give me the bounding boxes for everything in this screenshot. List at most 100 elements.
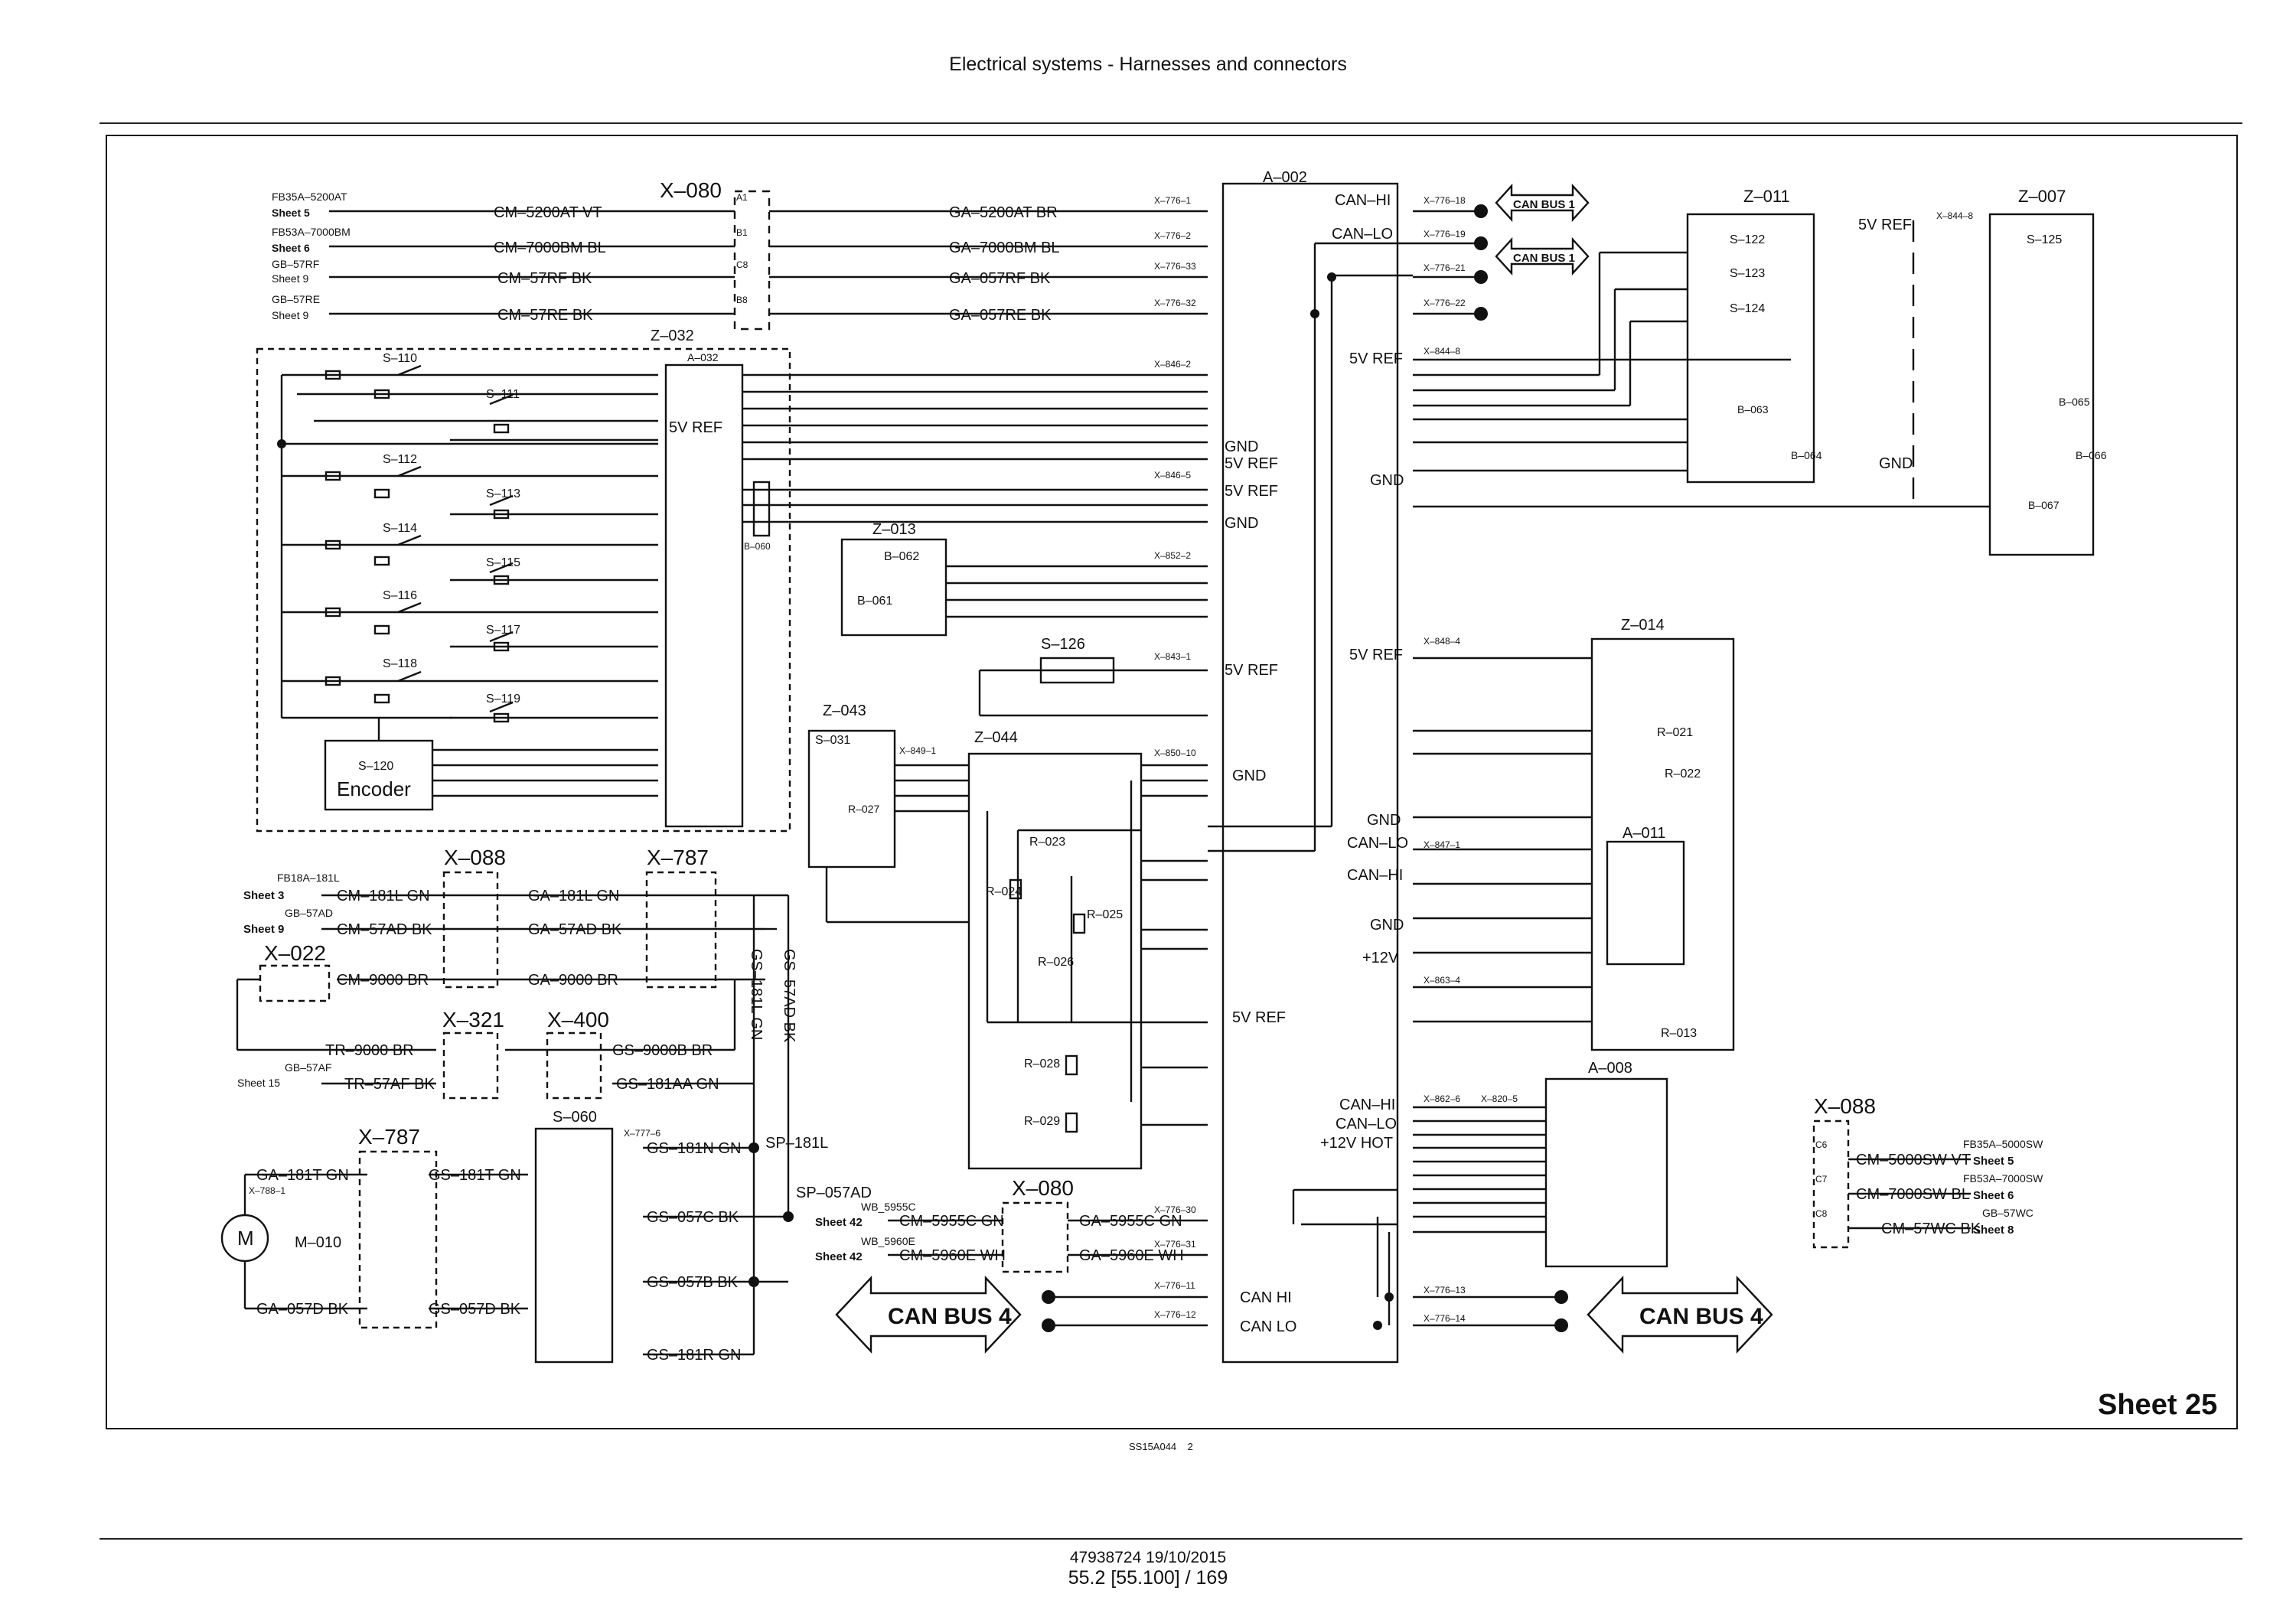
splice-sp057ad: SP–057AD <box>796 1185 872 1201</box>
top-wire-3-pin: X–776–32 <box>1154 298 1196 308</box>
ll-wire-2-cm: CM–9000 BR <box>337 972 429 989</box>
resistor-r028: R–028 <box>1024 1058 1060 1071</box>
splice-sp181l: SP–181L <box>765 1135 828 1152</box>
z011-box <box>1686 213 1815 484</box>
label-x776-30: X–776–30 <box>1154 1204 1196 1215</box>
z032-box <box>256 347 791 833</box>
sensor-b065: B–065 <box>2059 396 2090 408</box>
label-x849-1: X–849–1 <box>899 745 936 756</box>
switch-s122: S–122 <box>1730 233 1765 246</box>
switch-s117: S–117 <box>486 624 520 637</box>
top-wires <box>329 190 1208 331</box>
label-x776-21: X–776–21 <box>1424 262 1466 273</box>
wire-gs57ad: GS–57AD BK <box>781 949 797 1043</box>
can-bus-4-right-arrow <box>1587 1275 1773 1354</box>
sheet-label: Sheet 25 <box>2098 1389 2218 1421</box>
label-gnd-right-1: GND <box>1370 472 1404 489</box>
can-bus-1-top-label: CAN BUS 1 <box>1513 198 1575 211</box>
switch-s031: S–031 <box>815 734 850 747</box>
top-wire-0-pin: X–776–1 <box>1154 195 1191 206</box>
z007-ref-label: 5V REF <box>1858 217 1912 233</box>
module-s126: S–126 <box>1041 636 1085 653</box>
resistor-r013: R–013 <box>1661 1027 1697 1040</box>
label-x850-10: X–850–10 <box>1154 748 1196 758</box>
sensor-b066: B–066 <box>2076 449 2107 461</box>
module-s060: S–060 <box>553 1109 597 1126</box>
label-x862-6: X–862–6 <box>1424 1093 1460 1104</box>
label-x776-18: X–776–18 <box>1424 195 1466 206</box>
right-wire-0-pa: C6 <box>1815 1139 1828 1150</box>
module-z013: Z–013 <box>872 521 916 538</box>
ll-wire-1-cm: CM–57AD BK <box>337 921 432 938</box>
connector-x321: X–321 <box>442 1008 504 1031</box>
module-z032: Z–032 <box>651 328 694 344</box>
figure-code: SS15A044 <box>1129 1441 1177 1452</box>
label-gnd-right-2: GND <box>1367 812 1401 829</box>
bottom-wire-1-cm: CM–5960E WH <box>899 1247 1006 1264</box>
connector-x080-bot: X–080 <box>1012 1176 1074 1200</box>
top-wire-3-pa: B8 <box>736 295 748 305</box>
module-a032: A–032 <box>687 351 719 363</box>
bottom-wire-0-ga: GA–5955C GN <box>1079 1213 1182 1230</box>
bottom-wire-1-ref: WB_5960E <box>861 1235 915 1247</box>
a002-box <box>1221 182 1399 1364</box>
z013-wires <box>946 565 1208 618</box>
module-m010: M–010 <box>295 1234 341 1251</box>
label-canlo-right-2: CAN–LO <box>1347 835 1408 852</box>
header-rule <box>99 122 2242 124</box>
label-x846-5: X–846–5 <box>1154 470 1191 481</box>
z044-wires <box>825 764 1208 1133</box>
module-z044: Z–044 <box>974 729 1018 746</box>
top-wire-0-ga: GA–5200AT BR <box>949 204 1058 221</box>
module-a008: A–008 <box>1588 1060 1632 1077</box>
module-z014: Z–014 <box>1621 617 1665 634</box>
switch-s124: S–124 <box>1730 302 1765 315</box>
can-bus-arrows <box>835 183 1773 1354</box>
z007-pin: X–844–8 <box>1936 210 1973 221</box>
top-wire-1-ga: GA–7000BM BL <box>949 240 1060 256</box>
figure-ref: SS15A044 2 <box>1129 1441 1193 1452</box>
a032-to-a002-wires <box>742 373 1208 537</box>
s060-wire-3: GS–181R GN <box>647 1347 741 1364</box>
footer-rule <box>99 1538 2242 1540</box>
connector-x080-top: X–080 <box>660 178 722 202</box>
label-x776-19: X–776–19 <box>1424 229 1466 240</box>
connector-x787-bot: X–787 <box>358 1125 420 1149</box>
right-wire-0-sheet: Sheet 5 <box>1973 1155 2014 1168</box>
top-wire-1-sheet: Sheet 6 <box>272 242 310 254</box>
label-x843-1: X–843–1 <box>1154 651 1191 662</box>
z043-box <box>807 729 896 869</box>
motor-wire-bot-b: GS–057D BK <box>429 1301 521 1318</box>
label-canhi-right-3: CAN–HI <box>1339 1097 1395 1113</box>
label-12v-hot: +12V HOT <box>1320 1135 1393 1152</box>
can-bus-1-top-arrow <box>1495 183 1590 223</box>
resistor-r025: R–025 <box>1087 908 1123 921</box>
label-x777-6: X–777–6 <box>624 1128 660 1139</box>
top-wire-3-sheet: Sheet 9 <box>272 309 308 321</box>
ll-wire-3-cm: TR–9000 BR <box>325 1042 414 1059</box>
a002-right-wires <box>1208 210 2095 1325</box>
bottom-wire-0-sheet: Sheet 42 <box>815 1216 863 1229</box>
right-wire-1-cm: CM–7000SW BL <box>1856 1186 1970 1203</box>
ll-wire-1-ref: GB–57AD <box>285 907 333 919</box>
bottom-wires <box>888 1188 1561 1327</box>
s060-wire-2: GS–057B BK <box>647 1274 739 1291</box>
ll-wire-4-ga: GS–181AA GN <box>616 1076 719 1093</box>
label-canlo-right-3: CAN–LO <box>1336 1116 1397 1133</box>
resistor-r029: R–029 <box>1024 1115 1060 1128</box>
sensor-b062: B–062 <box>884 550 919 563</box>
top-wire-2-ga: GA–057RF BK <box>949 270 1051 287</box>
label-can-hi: CAN HI <box>1240 1289 1292 1306</box>
s126 <box>978 657 1208 717</box>
connector-x022: X–022 <box>264 941 326 965</box>
top-wire-1-cm: CM–7000BM BL <box>494 240 606 256</box>
label-x848-4: X–848–4 <box>1424 636 1460 647</box>
label-x776-12: X–776–12 <box>1154 1309 1196 1320</box>
footer-doc-id: 47938724 19/10/2015 <box>1069 1549 1227 1566</box>
a008-box <box>1544 1077 1668 1268</box>
top-wire-1-pin: X–776–2 <box>1154 230 1191 241</box>
sensor-b067: B–067 <box>2028 499 2060 511</box>
diagram-frame <box>106 135 2238 1429</box>
a011-box <box>1606 840 1685 966</box>
motor-wire-top-b: GS–181T GN <box>429 1167 521 1184</box>
